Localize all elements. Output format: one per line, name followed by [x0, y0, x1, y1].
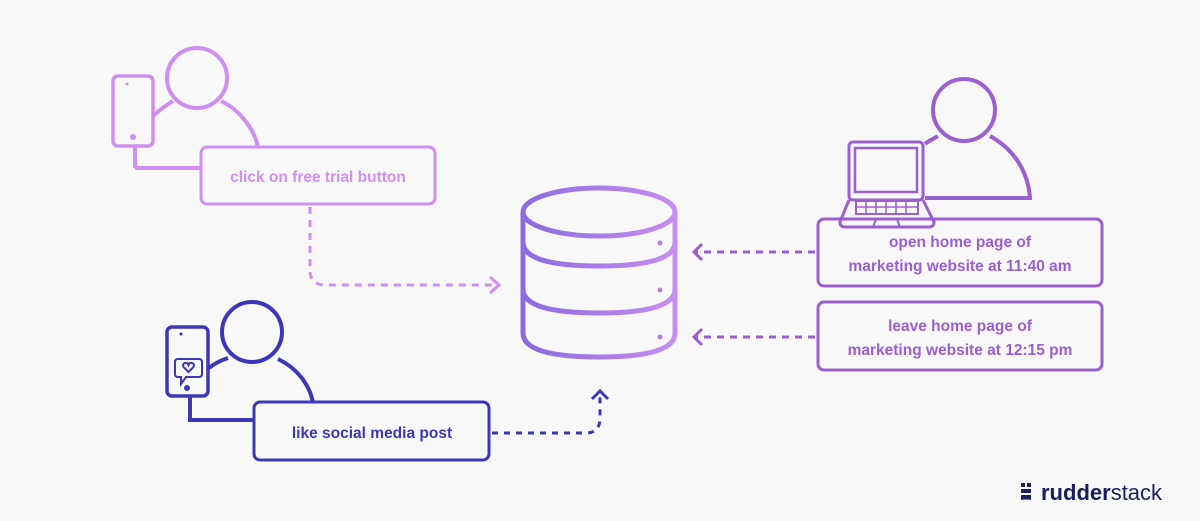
arrow-head-icon	[590, 388, 610, 401]
laptop-icon	[838, 140, 936, 229]
arrow-head-icon	[691, 327, 704, 347]
user-body-icon	[923, 134, 1033, 200]
event-label-social: like social media post	[292, 425, 452, 442]
user-head-icon	[931, 77, 997, 143]
event-box-social	[252, 400, 491, 462]
database-icon	[520, 185, 678, 360]
event-label-free-trial: click on free trial button	[230, 169, 406, 186]
arrow-head-icon	[691, 242, 704, 262]
dashed-arrow-free-trial	[308, 207, 496, 287]
user-laptop	[691, 77, 1104, 372]
user-body-icon	[188, 356, 315, 422]
user-head-icon	[165, 46, 229, 110]
event-label-open-home-1: open home page of	[889, 234, 1032, 251]
user-phone-social	[165, 300, 610, 462]
event-box-free-trial	[199, 145, 437, 206]
event-label-open-home-2: marketing website at 11:40 am	[848, 258, 1071, 275]
arrow-head-icon	[489, 275, 502, 295]
logo-text-light: stack	[1111, 480, 1163, 505]
phone-icon	[111, 74, 155, 148]
user-body-icon	[133, 99, 260, 168]
dashed-arrow-social	[492, 395, 602, 435]
event-label-leave-home-1: leave home page of	[888, 318, 1033, 335]
event-box-leave-home	[816, 300, 1104, 372]
heart-chat-icon	[174, 358, 203, 388]
svg-text:rudderstack: rudderstack	[1041, 480, 1163, 505]
rudderstack-logo-icon	[1021, 483, 1031, 500]
event-box-open-home	[816, 217, 1104, 288]
event-label-leave-home-2: marketing website at 12:15 pm	[848, 342, 1073, 359]
phone-icon	[165, 325, 210, 398]
user-phone-free-trial	[111, 46, 502, 295]
rudderstack-logo: rudderstack	[1021, 480, 1163, 505]
logo-text-bold: rudder	[1041, 480, 1111, 505]
user-head-icon	[220, 300, 284, 364]
